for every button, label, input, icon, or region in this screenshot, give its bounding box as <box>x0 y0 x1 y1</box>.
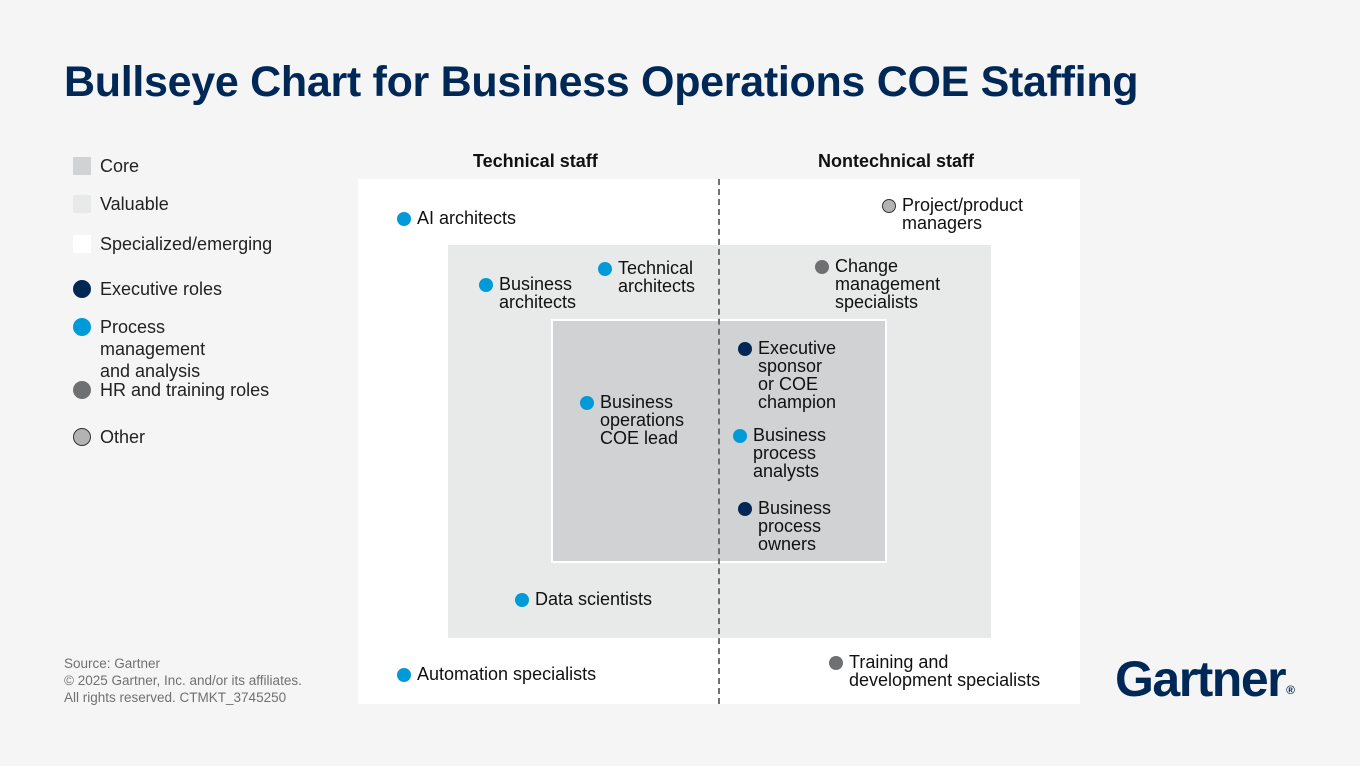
role-label: Business process analysts <box>753 425 827 481</box>
core-swatch <box>73 157 91 175</box>
legend-item-specialized: Specialized/emerging <box>73 233 272 255</box>
process-dot-icon <box>397 212 411 226</box>
role-label: Training and development specialists <box>849 652 1041 690</box>
legend-item-hr: HR and training roles <box>73 379 269 401</box>
valuable-swatch <box>73 195 91 213</box>
page-title: Bullseye Chart for Business Operations C… <box>64 58 1139 106</box>
role-label: Executive sponsor or COE champion <box>758 338 837 412</box>
role-change-management: Change management specialists <box>815 257 940 311</box>
process-dot-icon <box>515 593 529 607</box>
process-dot-icon <box>733 429 747 443</box>
legend-label: Specialized/emerging <box>100 234 273 254</box>
legend-item-core: Core <box>73 155 139 177</box>
hr-dot-icon <box>73 381 91 399</box>
column-header-technical: Technical staff <box>473 151 598 171</box>
column-header-nontechnical: Nontechnical staff <box>818 151 975 171</box>
role-business-architects: Business architects <box>479 275 576 311</box>
role-automation-specialists: Automation specialists <box>397 665 596 683</box>
legend-item-process: Process management and analysis <box>73 316 205 382</box>
process-dot-icon <box>479 278 493 292</box>
process-dot-icon <box>580 396 594 410</box>
legend-item-executive: Executive roles <box>73 278 222 300</box>
legend-label: HR and training roles <box>100 380 270 400</box>
process-dot-icon <box>73 318 91 336</box>
hr-dot-icon <box>829 656 843 670</box>
role-technical-architects: Technical architects <box>598 259 695 295</box>
role-executive-sponsor: Executive sponsor or COE champion <box>738 339 836 411</box>
role-label: Data scientists <box>535 589 653 609</box>
role-project-managers: Project/product managers <box>882 196 1023 232</box>
footer: Source: Gartner © 2025 Gartner, Inc. and… <box>64 655 302 706</box>
role-label: Business process owners <box>758 498 832 554</box>
role-label: Business operations COE lead <box>600 392 685 448</box>
role-label: Change management specialists <box>835 256 941 312</box>
registered-mark: ® <box>1286 683 1295 697</box>
role-coe-lead: Business operations COE lead <box>580 393 684 447</box>
column-divider <box>718 179 720 704</box>
role-data-scientists: Data scientists <box>515 590 652 608</box>
role-process-owners: Business process owners <box>738 499 831 553</box>
other-dot-icon <box>73 428 91 446</box>
process-dot-icon <box>397 668 411 682</box>
role-label: AI architects <box>417 208 517 228</box>
gartner-logo: Gartner® <box>1115 650 1295 708</box>
role-ai-architects: AI architects <box>397 209 516 227</box>
legend-item-other: Other <box>73 426 145 448</box>
executive-dot-icon <box>73 280 91 298</box>
legend-label: Executive roles <box>100 279 223 299</box>
legend-label: Process management and analysis <box>100 317 206 381</box>
hr-dot-icon <box>815 260 829 274</box>
logo-text: Gartner <box>1115 651 1287 707</box>
other-dot-icon <box>882 199 896 213</box>
process-dot-icon <box>598 262 612 276</box>
role-training-specialists: Training and development specialists <box>829 653 1040 689</box>
source-text: Source: Gartner <box>64 656 161 671</box>
legend-label: Other <box>100 427 146 447</box>
role-label: Business architects <box>499 274 577 312</box>
legend-label: Valuable <box>100 194 169 214</box>
executive-dot-icon <box>738 342 752 356</box>
copyright-text: © 2025 Gartner, Inc. and/or its affiliat… <box>64 673 302 688</box>
legend-label: Core <box>100 156 140 176</box>
role-label: Technical architects <box>618 258 696 296</box>
executive-dot-icon <box>738 502 752 516</box>
rights-text: All rights reserved. CTMKT_3745250 <box>64 690 287 705</box>
role-process-analysts: Business process analysts <box>733 426 826 480</box>
role-label: Project/product managers <box>902 195 1024 233</box>
legend-item-valuable: Valuable <box>73 193 169 215</box>
specialized-swatch <box>73 235 91 253</box>
role-label: Automation specialists <box>417 664 597 684</box>
